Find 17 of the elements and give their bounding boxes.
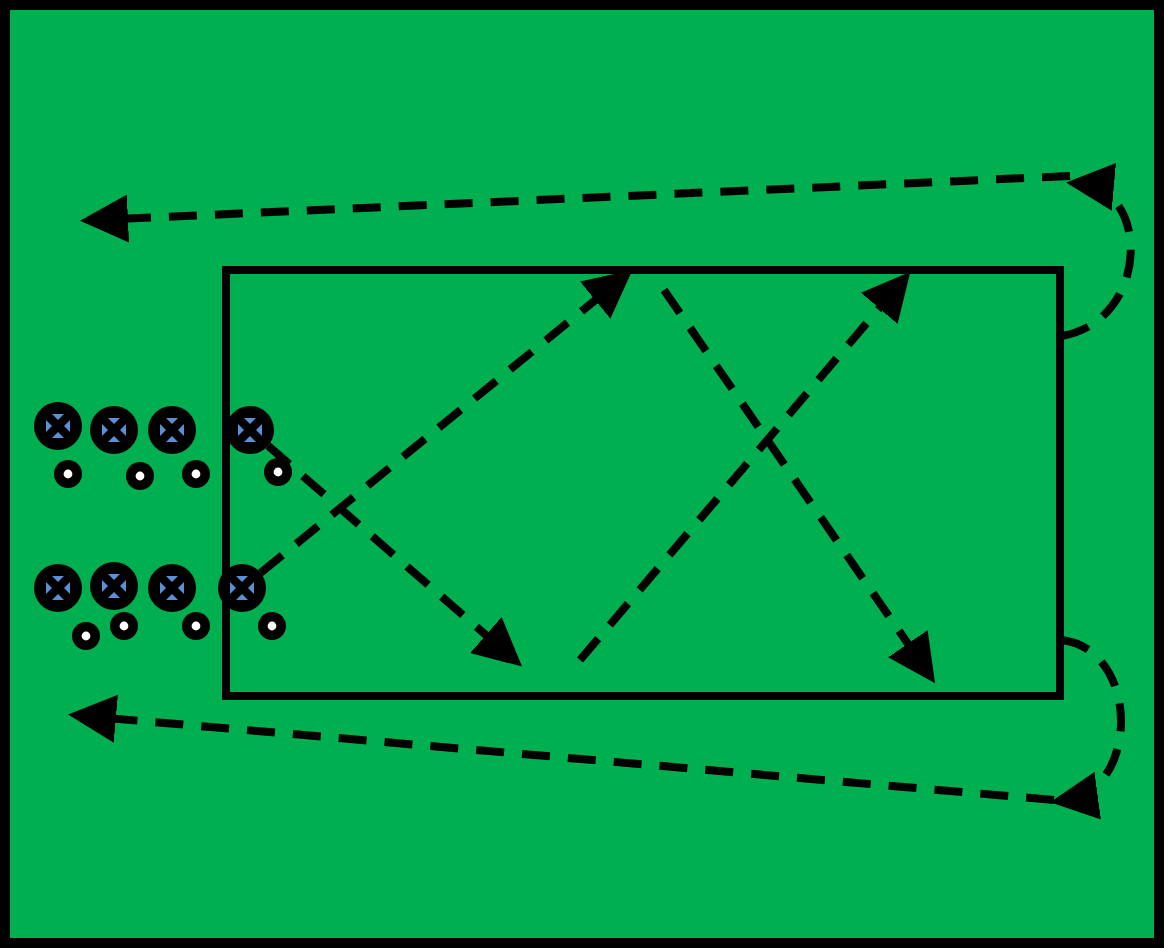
ball-icon: [182, 612, 210, 640]
movement-arrow: [1060, 168, 1135, 340]
player-icon: [34, 564, 82, 612]
player-icon: [148, 406, 196, 454]
ball-icon: [110, 612, 138, 640]
ball-icon: [54, 460, 82, 488]
ball-icon: [182, 460, 210, 488]
player-icon: [90, 406, 138, 454]
player-icon: [148, 564, 196, 612]
player-icon: [90, 562, 138, 610]
movement-arrow: [265, 442, 523, 667]
pitch-area: [222, 266, 1064, 700]
ball-icon: [126, 462, 154, 490]
movement-arrow: [1050, 636, 1125, 814]
player-icon: [34, 402, 82, 450]
ball-icon: [72, 622, 100, 650]
movement-arrow: [258, 269, 633, 576]
